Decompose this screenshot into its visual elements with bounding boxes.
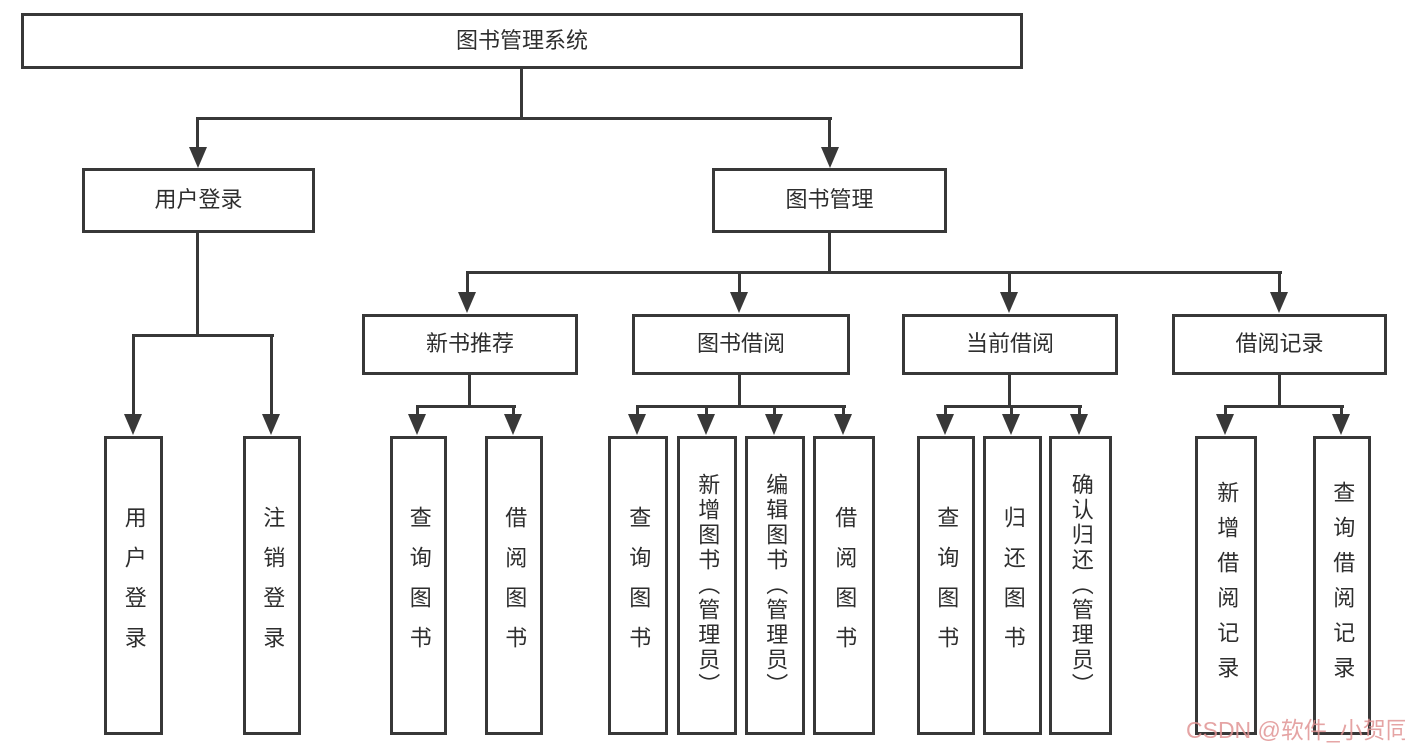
connector-line	[132, 334, 274, 337]
arrow-down-icon	[821, 147, 839, 168]
leaf-query-books-current: 查询图书	[917, 436, 975, 735]
connector-line	[466, 271, 469, 294]
node-label: 借阅记录	[1235, 331, 1324, 357]
arrow-down-icon	[730, 292, 748, 313]
connector-line	[828, 117, 831, 150]
connector-line	[636, 405, 846, 408]
node-library-system: 图书管理系统	[21, 13, 1023, 69]
node-book-borrowing: 图书借阅	[632, 314, 850, 375]
csdn-watermark: CSDN @软件_小贺同学	[1186, 717, 1405, 743]
node-label: 查询图书	[406, 505, 432, 666]
connector-line	[1008, 375, 1011, 408]
arrow-down-icon	[936, 414, 954, 435]
arrow-down-icon	[504, 414, 522, 435]
connector-line	[520, 69, 523, 119]
arrow-down-icon	[1332, 414, 1350, 435]
connector-line	[828, 233, 831, 274]
leaf-edit-books-admin: 编辑图书（管理员）	[745, 436, 805, 735]
connector-line	[1078, 405, 1081, 417]
connector-line	[416, 405, 516, 408]
connector-line	[738, 375, 741, 408]
node-label: 编辑图书（管理员）	[763, 473, 789, 698]
arrow-down-icon	[1002, 414, 1020, 435]
connector-line	[512, 405, 515, 417]
node-label: 当前借阅	[965, 331, 1054, 357]
node-label: 查询图书	[626, 505, 652, 666]
node-label: 用户登录	[121, 505, 147, 666]
connector-line	[132, 334, 135, 417]
arrow-down-icon	[697, 414, 715, 435]
connector-line	[1008, 271, 1011, 294]
connector-line	[1224, 405, 1344, 408]
node-label: 新书推荐	[425, 331, 514, 357]
node-label: 图书借阅	[696, 331, 785, 357]
connector-line	[466, 271, 1282, 274]
node-book-management: 图书管理	[712, 168, 947, 233]
node-label: 归还图书	[1000, 505, 1026, 666]
leaf-borrow-books-recommend: 借阅图书	[485, 436, 543, 735]
node-new-book-recommend: 新书推荐	[362, 314, 578, 375]
leaf-user-login: 用户登录	[104, 436, 163, 735]
arrow-down-icon	[1070, 414, 1088, 435]
node-label: 借阅图书	[502, 505, 528, 666]
connector-line	[944, 405, 1082, 408]
connector-line	[705, 405, 708, 417]
node-label: 借阅图书	[832, 505, 858, 666]
leaf-query-borrow-record: 查询借阅记录	[1313, 436, 1371, 735]
node-label: 新增图书（管理员）	[695, 473, 721, 698]
connector-line	[270, 334, 273, 417]
arrow-down-icon	[628, 414, 646, 435]
node-user-login: 用户登录	[82, 168, 315, 233]
connector-line	[636, 405, 639, 417]
connector-line	[1224, 405, 1227, 417]
leaf-add-borrow-record: 新增借阅记录	[1195, 436, 1257, 735]
node-label: 图书管理系统	[455, 27, 588, 53]
leaf-logout: 注销登录	[243, 436, 301, 735]
arrow-down-icon	[1216, 414, 1234, 435]
connector-line	[1278, 375, 1281, 408]
node-label: 查询图书	[934, 505, 960, 666]
connector-line	[773, 405, 776, 417]
node-label: 确认归还（管理员）	[1068, 473, 1094, 698]
arrow-down-icon	[1000, 292, 1018, 313]
node-current-borrowing: 当前借阅	[902, 314, 1118, 375]
arrow-down-icon	[1270, 292, 1288, 313]
leaf-query-books-recommend: 查询图书	[390, 436, 447, 735]
connector-line	[468, 375, 471, 408]
leaf-borrow-books-borrowing: 借阅图书	[813, 436, 875, 735]
connector-line	[196, 117, 832, 120]
node-label: 注销登录	[260, 505, 286, 666]
connector-line	[1278, 271, 1281, 294]
arrow-down-icon	[124, 414, 142, 435]
connector-line	[1340, 405, 1343, 417]
leaf-return-books: 归还图书	[983, 436, 1042, 735]
arrow-down-icon	[408, 414, 426, 435]
node-label: 用户登录	[154, 187, 243, 213]
leaf-query-books-borrowing: 查询图书	[608, 436, 668, 735]
connector-line	[842, 405, 845, 417]
node-label: 查询借阅记录	[1330, 480, 1356, 691]
connector-line	[416, 405, 419, 417]
node-borrowing-records: 借阅记录	[1172, 314, 1387, 375]
connector-line	[196, 233, 199, 337]
node-label: 新增借阅记录	[1214, 480, 1240, 691]
arrow-down-icon	[458, 292, 476, 313]
node-label: 图书管理	[785, 187, 874, 213]
arrow-down-icon	[765, 414, 783, 435]
connector-line	[196, 117, 199, 150]
connector-line	[944, 405, 947, 417]
leaf-add-books-admin: 新增图书（管理员）	[677, 436, 737, 735]
connector-line	[1010, 405, 1013, 417]
leaf-confirm-return-admin: 确认归还（管理员）	[1049, 436, 1112, 735]
arrow-down-icon	[834, 414, 852, 435]
connector-line	[738, 271, 741, 294]
arrow-down-icon	[189, 147, 207, 168]
arrow-down-icon	[262, 414, 280, 435]
